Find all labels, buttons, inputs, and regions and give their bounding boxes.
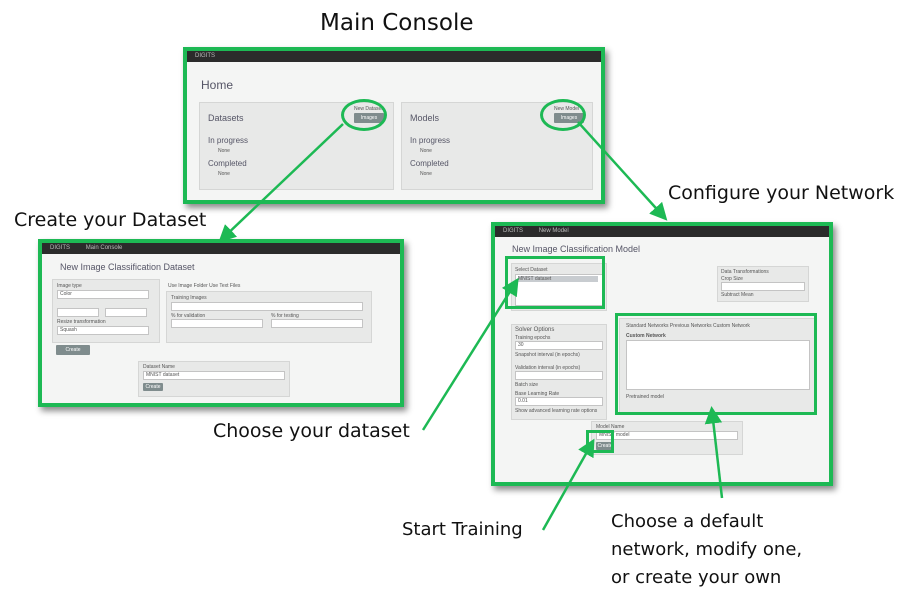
image-type-label: Image type	[57, 283, 82, 289]
custom-network-editor[interactable]	[626, 340, 810, 390]
model-navbar: DIGITS New Model	[495, 226, 829, 237]
model-nav-new-model[interactable]: New Model	[538, 228, 569, 234]
batch-size-label: Batch size	[515, 382, 539, 388]
snapshot-label: Snapshot interval (in epochs)	[515, 352, 580, 358]
dataset-image-options: Image type Color Resize transformation S…	[52, 279, 160, 343]
image-size-width[interactable]	[57, 308, 99, 317]
datasets-in-progress-item: None	[218, 148, 230, 154]
dataset-name-value: MNIST dataset	[146, 372, 180, 378]
arrow-choose-dataset	[421, 277, 519, 431]
resize-select[interactable]: Squash	[57, 326, 149, 335]
dataset-brand[interactable]: DIGITS	[50, 245, 71, 251]
datasets-in-progress: In progress	[208, 136, 249, 145]
models-title: Models	[410, 113, 440, 123]
arrow-to-create-dataset	[218, 123, 344, 243]
datasets-title: Datasets	[208, 113, 244, 123]
model-create-button[interactable]: Create	[596, 442, 614, 450]
arrow-network-left	[704, 406, 724, 499]
learning-rate-value: 0.01	[518, 398, 528, 404]
resize-label: Resize transformation	[57, 319, 106, 325]
new-dataset-highlight	[341, 99, 387, 131]
main-console-caption: Main Console	[320, 10, 474, 36]
training-images-label: Training Images	[171, 295, 207, 301]
learning-rate-input[interactable]: 0.01	[515, 397, 603, 406]
custom-network-label: Custom Network	[626, 333, 666, 339]
model-page-title: New Image Classification Model	[512, 244, 641, 254]
model-name-panel: Model Name MNIST model Create	[591, 421, 743, 455]
default-network-caption-line1: Choose a default	[611, 511, 764, 532]
epochs-label: Training epochs	[515, 335, 551, 341]
validation-label: % for validation	[171, 313, 206, 319]
dataset-nav-main-console[interactable]: Main Console	[85, 245, 123, 251]
dataset-page-title: New Image Classification Dataset	[60, 262, 195, 272]
dataset-name-label: Dataset Name	[143, 364, 175, 370]
data-transformations-panel: Data Transformations Crop Size Subtract …	[717, 266, 809, 302]
model-name-label: Model Name	[596, 424, 625, 430]
network-tabs[interactable]: Standard Networks Previous Networks Cust…	[626, 323, 750, 329]
pretrained-model-label: Pretrained model	[626, 394, 665, 400]
model-name-value: MNIST model	[599, 432, 630, 438]
image-size-height[interactable]	[105, 308, 147, 317]
selected-dataset-item[interactable]: MNIST dataset	[518, 276, 598, 282]
new-dataset-screenshot: DIGITS Main Console New Image Classifica…	[38, 239, 404, 407]
create-dataset-caption: Create your Dataset	[14, 209, 207, 231]
models-completed-item: None	[420, 171, 432, 177]
image-type-select[interactable]: Color	[57, 290, 149, 299]
models-in-progress: In progress	[410, 136, 451, 145]
dataset-name-box: Dataset Name MNIST dataset Create	[138, 361, 290, 397]
network-panel: Standard Networks Previous Networks Cust…	[619, 318, 817, 414]
start-training-caption: Start Training	[402, 519, 523, 540]
crop-size-input[interactable]	[721, 282, 805, 291]
new-model-highlight	[540, 99, 586, 131]
resize-value: Squash	[60, 327, 77, 333]
solver-title: Solver Options	[515, 327, 555, 333]
dataset-folder-options: Training Images % for validation % for t…	[166, 291, 372, 343]
arrow-to-configure-network	[577, 121, 668, 221]
choose-dataset-caption: Choose your dataset	[213, 420, 410, 442]
dataset-list[interactable]: MNIST dataset	[515, 274, 603, 306]
default-network-caption-line2: network, modify one,	[611, 539, 803, 560]
dataset-create-button-small[interactable]: Create	[56, 345, 90, 355]
epochs-value: 30	[518, 342, 524, 348]
configure-network-caption: Configure your Network	[668, 182, 895, 204]
validation-interval-input[interactable]	[515, 371, 603, 380]
learning-rate-label: Base Learning Rate	[515, 391, 560, 397]
default-network-caption-line3: or create your own	[611, 567, 782, 588]
page-heading: Home	[201, 78, 234, 92]
model-brand[interactable]: DIGITS	[503, 228, 524, 234]
dataset-create-button[interactable]: Create	[143, 383, 163, 391]
datasets-completed: Completed	[208, 159, 247, 168]
dataset-navbar: DIGITS Main Console	[42, 243, 400, 254]
select-dataset-label: Select Dataset	[515, 267, 548, 273]
testing-input[interactable]	[271, 319, 363, 328]
validation-interval-label: Validation interval (in epochs)	[515, 365, 581, 371]
datasets-completed-item: None	[218, 171, 230, 177]
select-dataset-panel: Select Dataset MNIST dataset	[511, 263, 607, 311]
advanced-lr-checkbox[interactable]: Show advanced learning rate options	[515, 408, 598, 414]
top-navbar: DIGITS	[187, 51, 601, 62]
dataset-use-tabs[interactable]: Use Image Folder Use Text Files	[168, 283, 241, 289]
crop-size-label: Crop Size	[721, 276, 743, 282]
models-completed: Completed	[410, 159, 449, 168]
models-in-progress-item: None	[420, 148, 432, 154]
validation-input[interactable]	[171, 319, 263, 328]
subtract-mean-label: Subtract Mean	[721, 292, 754, 298]
solver-options-panel: Solver Options Training epochs 30 Snapsh…	[511, 324, 607, 420]
brand-logo[interactable]: DIGITS	[195, 53, 216, 59]
testing-label: % for testing	[271, 313, 299, 319]
transformations-title: Data Transformations	[721, 269, 769, 275]
dataset-name-input[interactable]: MNIST dataset	[143, 371, 285, 380]
epochs-input[interactable]: 30	[515, 341, 603, 350]
new-model-screenshot: DIGITS New Model New Image Classificatio…	[491, 222, 833, 486]
model-name-input[interactable]: MNIST model	[596, 431, 738, 440]
arrow-start-training	[541, 438, 595, 531]
image-type-value: Color	[60, 291, 72, 297]
training-images-input[interactable]	[171, 302, 363, 311]
